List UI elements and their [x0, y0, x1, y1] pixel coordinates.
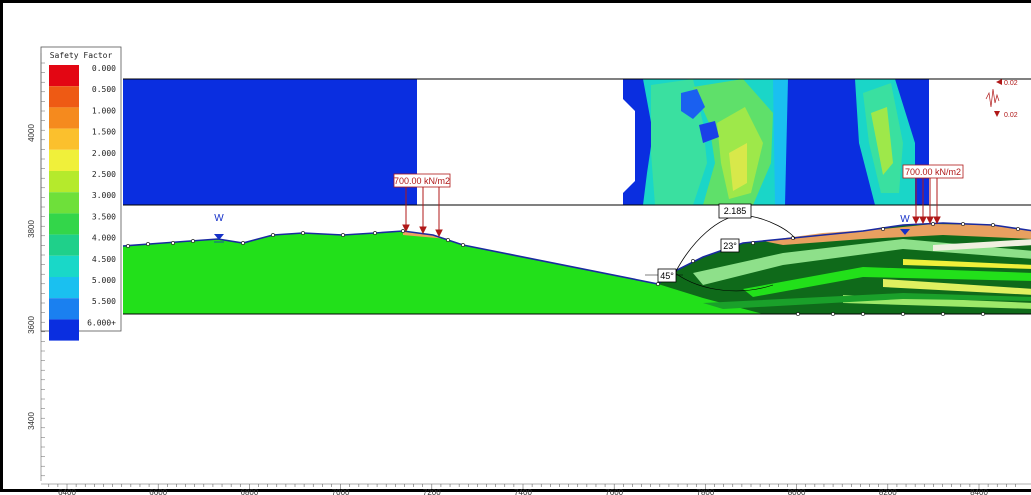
legend-swatch: [49, 255, 79, 277]
grid-zone-yellowgreen: [729, 143, 747, 191]
seismic-horizontal-arrow: [996, 79, 1002, 85]
safety-factor-value: 2.185: [724, 206, 747, 216]
distributed-load-right: 700.00 kN/m2: [902, 164, 964, 225]
legend-swatch: [49, 234, 79, 256]
y-tick-label: 3800: [27, 220, 36, 238]
seismic-vertical-arrow: [994, 111, 1000, 117]
grid-zone-sky: [773, 79, 788, 205]
load-right-label: 700.00 kN/m2: [905, 167, 961, 177]
y-tick-label: 3400: [27, 412, 36, 430]
y-tick-label: 4000: [27, 124, 36, 142]
water-triangle-left: [214, 234, 224, 240]
legend-title: Safety Factor: [50, 51, 113, 60]
legend-label: 4.500: [92, 255, 116, 264]
legend-label: 0.000: [92, 64, 116, 73]
legend-swatch: [49, 86, 79, 108]
slope-angle-annotations: 45° 23°: [645, 238, 740, 283]
slope-model-canvas[interactable]: 2.185 45° 23° W W 700.00 kN/m2 700.00 kN…: [3, 3, 1031, 495]
water-triangle-right: [900, 229, 910, 235]
legend-label: 1.500: [92, 128, 116, 137]
legend-swatch: [49, 65, 79, 87]
band-mid-green: [703, 293, 1031, 309]
angle-steep-label: 45°: [660, 271, 674, 281]
legend-label: 6.000+: [87, 318, 116, 327]
grid-zone-lime-right: [871, 107, 893, 175]
legend-label: 4.000: [92, 234, 116, 243]
seismic-horizontal-value: 0.02: [1004, 80, 1018, 87]
legend-label: 5.000: [92, 276, 116, 285]
surface-orange-right: [763, 224, 1031, 245]
band-yellow-1: [883, 279, 1031, 295]
grid-zone-blue-spot-2: [699, 121, 719, 143]
seismic-vertical-value: 0.02: [1004, 112, 1018, 119]
legend-swatch: [49, 319, 79, 341]
legend-swatch: [49, 128, 79, 150]
legend-swatch: [49, 192, 79, 214]
band-pale: [933, 239, 1031, 251]
water-marker-left: W: [214, 213, 224, 224]
legend-swatch: [49, 107, 79, 129]
legend-label: 5.500: [92, 297, 116, 306]
angle-gentle-label: 23°: [723, 241, 737, 251]
legend-label: 3.000: [92, 191, 116, 200]
legend-swatch: [49, 171, 79, 193]
legend-label: 2.000: [92, 149, 116, 158]
safety-factor-label-box: [718, 203, 752, 219]
legend-label: 0.500: [92, 85, 116, 94]
distributed-load-left: 700.00 kN/m2: [393, 173, 451, 238]
y-tick-label: 3600: [27, 316, 36, 334]
legend-label: 2.500: [92, 170, 116, 179]
critical-slip-surface: 2.185: [674, 203, 796, 292]
band-light-1: [693, 239, 1031, 285]
legend-swatch: [49, 298, 79, 320]
safety-factor-grid: [123, 78, 1031, 206]
grid-zone-blue-spot-1: [681, 89, 705, 119]
grid-block-left: [123, 79, 417, 205]
legend-label: 3.500: [92, 212, 116, 221]
safety-factor-legend: Safety Factor 0.000 0.500 1.000 1.500 2.000 2…: [40, 46, 122, 341]
legend-swatch: [49, 277, 79, 299]
band-bright-1: [743, 267, 1031, 297]
legend-swatch: [49, 213, 79, 235]
grid-gap-right: [929, 79, 1031, 205]
seismic-load-indicator: 0.02 0.02: [985, 79, 1018, 119]
y-axis: 4000 3800 3600 3400: [27, 53, 45, 481]
load-left-label: 700.00 kN/m2: [394, 176, 450, 186]
band-yellow-2: [903, 259, 1031, 269]
seismic-wave-icon: [985, 88, 1000, 108]
water-marker-right: W: [900, 214, 910, 225]
legend-swatch: [49, 149, 79, 171]
legend-label: 1.000: [92, 106, 116, 115]
water-table-markers: W W: [214, 213, 910, 243]
slope-ground: [122, 222, 1031, 316]
